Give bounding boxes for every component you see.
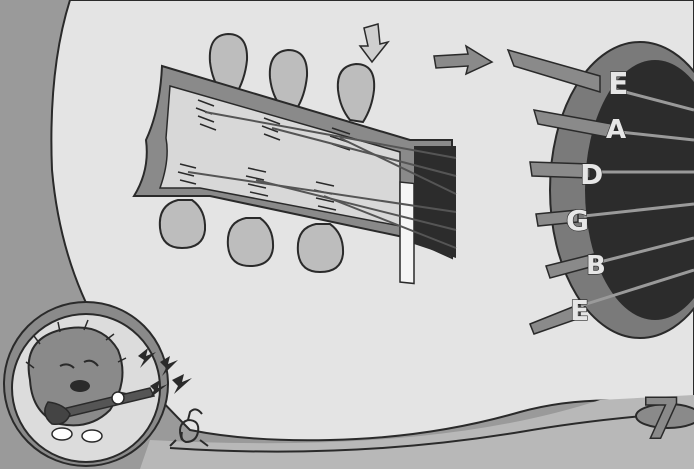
string-label-a[interactable]: A (606, 115, 626, 145)
tuning-peg-5[interactable] (228, 218, 273, 266)
fretboard (414, 146, 456, 258)
string-label-g[interactable]: G (566, 204, 589, 237)
string-label-d[interactable]: D (580, 158, 603, 191)
tuning-peg-4[interactable] (160, 200, 205, 248)
guitar-nut (400, 182, 414, 283)
tuning-peg-6[interactable] (298, 224, 343, 272)
string-label-b[interactable]: B (586, 251, 606, 281)
string-label-e-high[interactable]: E (570, 294, 589, 327)
page-number: 7 (642, 387, 681, 452)
string-label-e-low[interactable]: E (608, 67, 629, 102)
